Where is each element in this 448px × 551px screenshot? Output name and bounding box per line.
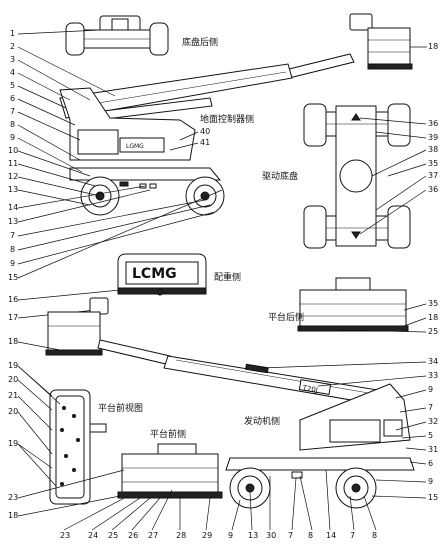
callout-number: 13 bbox=[8, 217, 18, 226]
callout-number: 10 bbox=[8, 146, 18, 155]
callout-41: 41 bbox=[200, 138, 210, 147]
callout-number: 30 bbox=[266, 531, 276, 540]
callout-number: 29 bbox=[202, 531, 212, 540]
callout-number: 8 bbox=[308, 531, 313, 540]
callout-35: 35 bbox=[428, 299, 438, 308]
callout-number: 27 bbox=[148, 531, 158, 540]
callout-23-left: 23 bbox=[8, 493, 18, 502]
callout-number: 9 bbox=[10, 133, 15, 142]
callout-number: 7 bbox=[10, 107, 15, 116]
callout-number: 5 bbox=[10, 81, 15, 90]
callout-number: 14 bbox=[8, 203, 18, 212]
callout-18-left: 18 bbox=[8, 511, 18, 520]
callout-number: 1 bbox=[10, 29, 15, 38]
callout-number: 14 bbox=[326, 531, 336, 540]
label-engine-side: 发动机侧 bbox=[244, 415, 280, 427]
callout-number: 6 bbox=[428, 459, 433, 468]
platform-rear-view bbox=[297, 277, 409, 332]
callout-number: 21 bbox=[8, 391, 18, 400]
callout-number: 26 bbox=[128, 531, 138, 540]
callout-number: 3 bbox=[10, 55, 15, 64]
callout-number: 8 bbox=[372, 531, 377, 540]
callout-number: 38 bbox=[428, 145, 438, 154]
callout-number: 20 bbox=[8, 407, 18, 416]
callout-number: 23 bbox=[60, 531, 70, 540]
label-chassis-rear: 底盘后侧 bbox=[182, 36, 218, 48]
chassis-logo: LGMG bbox=[126, 143, 144, 150]
chassis-rear-view bbox=[65, 15, 169, 56]
callout-number: 7 bbox=[10, 231, 15, 240]
label-counterweight-side: 配重侧 bbox=[214, 271, 241, 283]
callout-number: 12 bbox=[8, 172, 18, 181]
platform-front-view-bottom bbox=[117, 443, 223, 499]
callout-number: 25 bbox=[108, 531, 118, 540]
callout-number: 7 bbox=[288, 531, 293, 540]
callout-17: 17 bbox=[8, 313, 18, 322]
machine-engine-side: T20J bbox=[45, 297, 415, 509]
callout-number: 31 bbox=[428, 445, 438, 454]
callout-number: 36 bbox=[428, 185, 438, 194]
callouts-bottom-row: 23 24 25 26 27 28 29 9 13 30 7 8 14 7 8 bbox=[60, 469, 377, 540]
label-ground-control-side: 地面控制器侧 bbox=[200, 113, 254, 125]
callout-34: 34 bbox=[428, 357, 438, 366]
callout-33: 33 bbox=[428, 371, 438, 380]
drive-chassis-view bbox=[303, 103, 411, 249]
callout-number: 15 bbox=[428, 493, 438, 502]
callout-number: 19 bbox=[8, 361, 18, 370]
callout-number: 39 bbox=[428, 133, 438, 142]
callouts-drive-chassis: 36 39 38 35 37 36 bbox=[359, 117, 438, 235]
callout-18-top: 18 bbox=[428, 42, 438, 51]
callout-number: 2 bbox=[10, 42, 15, 51]
boom-text: T20J bbox=[301, 384, 318, 394]
callout-number: 7 bbox=[428, 403, 433, 412]
label-platform-front: 平台前侧 bbox=[150, 428, 186, 440]
callout-9-right: 9 bbox=[428, 385, 433, 394]
callout-40: 40 bbox=[200, 127, 210, 136]
callout-number: 13 bbox=[248, 531, 258, 540]
callout-number: 5 bbox=[428, 431, 433, 440]
callout-18-boom2: 18 bbox=[8, 337, 18, 346]
callout-number: 7 bbox=[350, 531, 355, 540]
callout-number: 28 bbox=[176, 531, 186, 540]
callout-number: 20 bbox=[8, 375, 18, 384]
label-platform-rear: 平台后侧 bbox=[268, 311, 304, 323]
callout-number: 13 bbox=[8, 185, 18, 194]
callout-number: 11 bbox=[8, 159, 18, 168]
callout-number: 6 bbox=[10, 94, 15, 103]
callout-number: 36 bbox=[428, 119, 438, 128]
callout-number: 8 bbox=[10, 245, 15, 254]
callout-number: 4 bbox=[10, 68, 15, 77]
callout-25: 25 bbox=[428, 327, 438, 336]
platform-front-view bbox=[49, 389, 107, 505]
callouts-top-left: 1 2 3 4 5 6 7 8 9 10 11 12 13 14 13 7 8 … bbox=[8, 29, 223, 282]
callout-number: 37 bbox=[428, 171, 438, 180]
callout-number: 9 bbox=[228, 531, 233, 540]
machine-ground-control-side: LGMG bbox=[59, 13, 413, 216]
counterweight-view: LCMG bbox=[117, 253, 207, 296]
callout-16: 16 bbox=[8, 295, 18, 304]
callouts-platform-front-view: 19 20 21 20 19 bbox=[8, 361, 61, 487]
label-drive-chassis: 驱动底盘 bbox=[262, 170, 298, 182]
callout-number: 24 bbox=[88, 531, 98, 540]
callout-18-rear: 18 bbox=[428, 313, 438, 322]
callout-number: 15 bbox=[8, 273, 18, 282]
callout-number: 19 bbox=[8, 439, 18, 448]
callout-number: 9 bbox=[10, 259, 15, 268]
callout-number: 32 bbox=[428, 417, 438, 426]
label-platform-front-view: 平台前视图 bbox=[98, 402, 143, 414]
callouts-engine-side: 7 32 5 31 6 9 15 bbox=[371, 403, 438, 502]
callout-number: 35 bbox=[428, 159, 438, 168]
callout-number: 8 bbox=[10, 120, 15, 129]
counterweight-logo: LCMG bbox=[132, 266, 177, 282]
callout-number: 9 bbox=[428, 477, 433, 486]
